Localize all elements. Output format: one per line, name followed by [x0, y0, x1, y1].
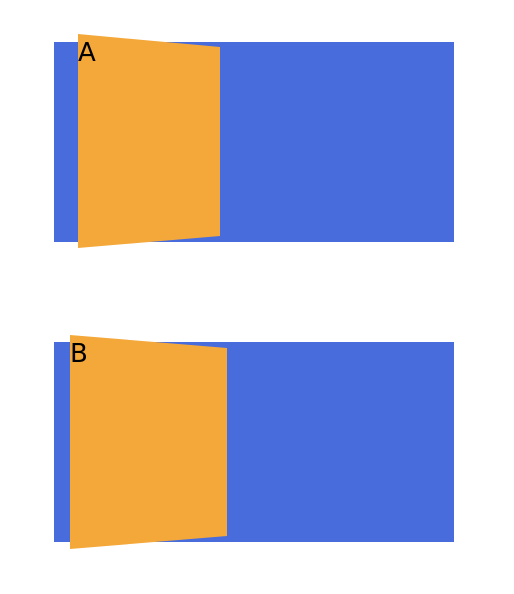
orange-quadrilateral — [70, 335, 227, 549]
panel-label: A — [78, 38, 96, 68]
panel-b: B — [54, 335, 454, 549]
panel-label: B — [70, 339, 88, 369]
orange-quadrilateral — [78, 34, 220, 248]
panel-a: A — [54, 34, 454, 248]
